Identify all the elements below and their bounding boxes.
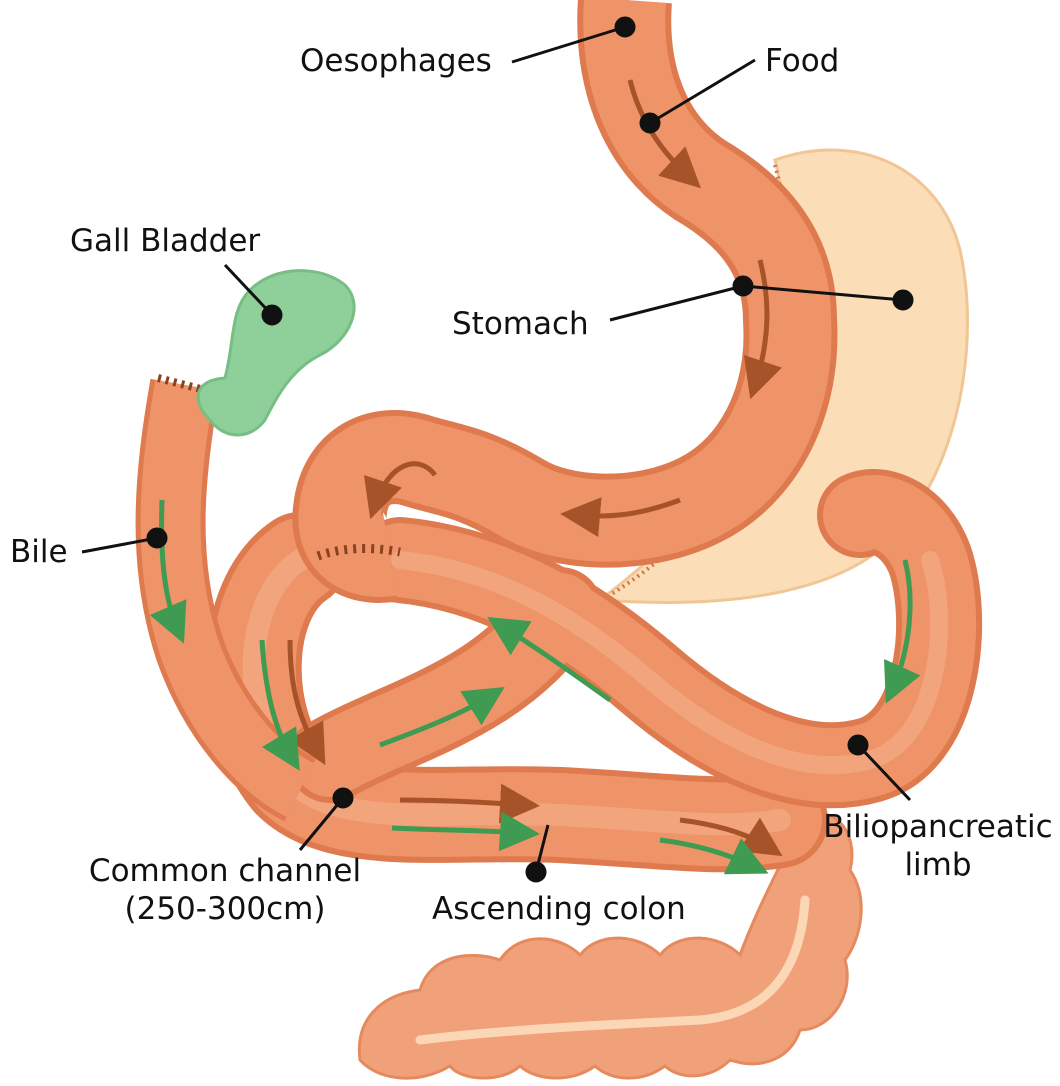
label-common-channel-line1: Common channel (75, 852, 375, 890)
sleeve-stomach (318, 0, 790, 556)
gall-bladder (198, 271, 354, 435)
label-biliopancreatic-line1: Biliopancreatic (820, 808, 1056, 846)
label-biliopancreatic-line2: limb (820, 846, 1056, 884)
label-common-channel: Common channel (250-300cm) (75, 852, 375, 928)
label-common-channel-line2: (250-300cm) (75, 890, 375, 928)
label-oesophagus: Oesophages (300, 42, 492, 80)
label-food: Food (765, 42, 839, 80)
label-bile: Bile (10, 533, 68, 571)
label-ascending-colon: Ascending colon (432, 890, 686, 928)
label-gall-bladder: Gall Bladder (70, 222, 260, 260)
label-stomach: Stomach (452, 305, 589, 343)
label-biliopancreatic-limb: Biliopancreatic limb (820, 808, 1056, 884)
